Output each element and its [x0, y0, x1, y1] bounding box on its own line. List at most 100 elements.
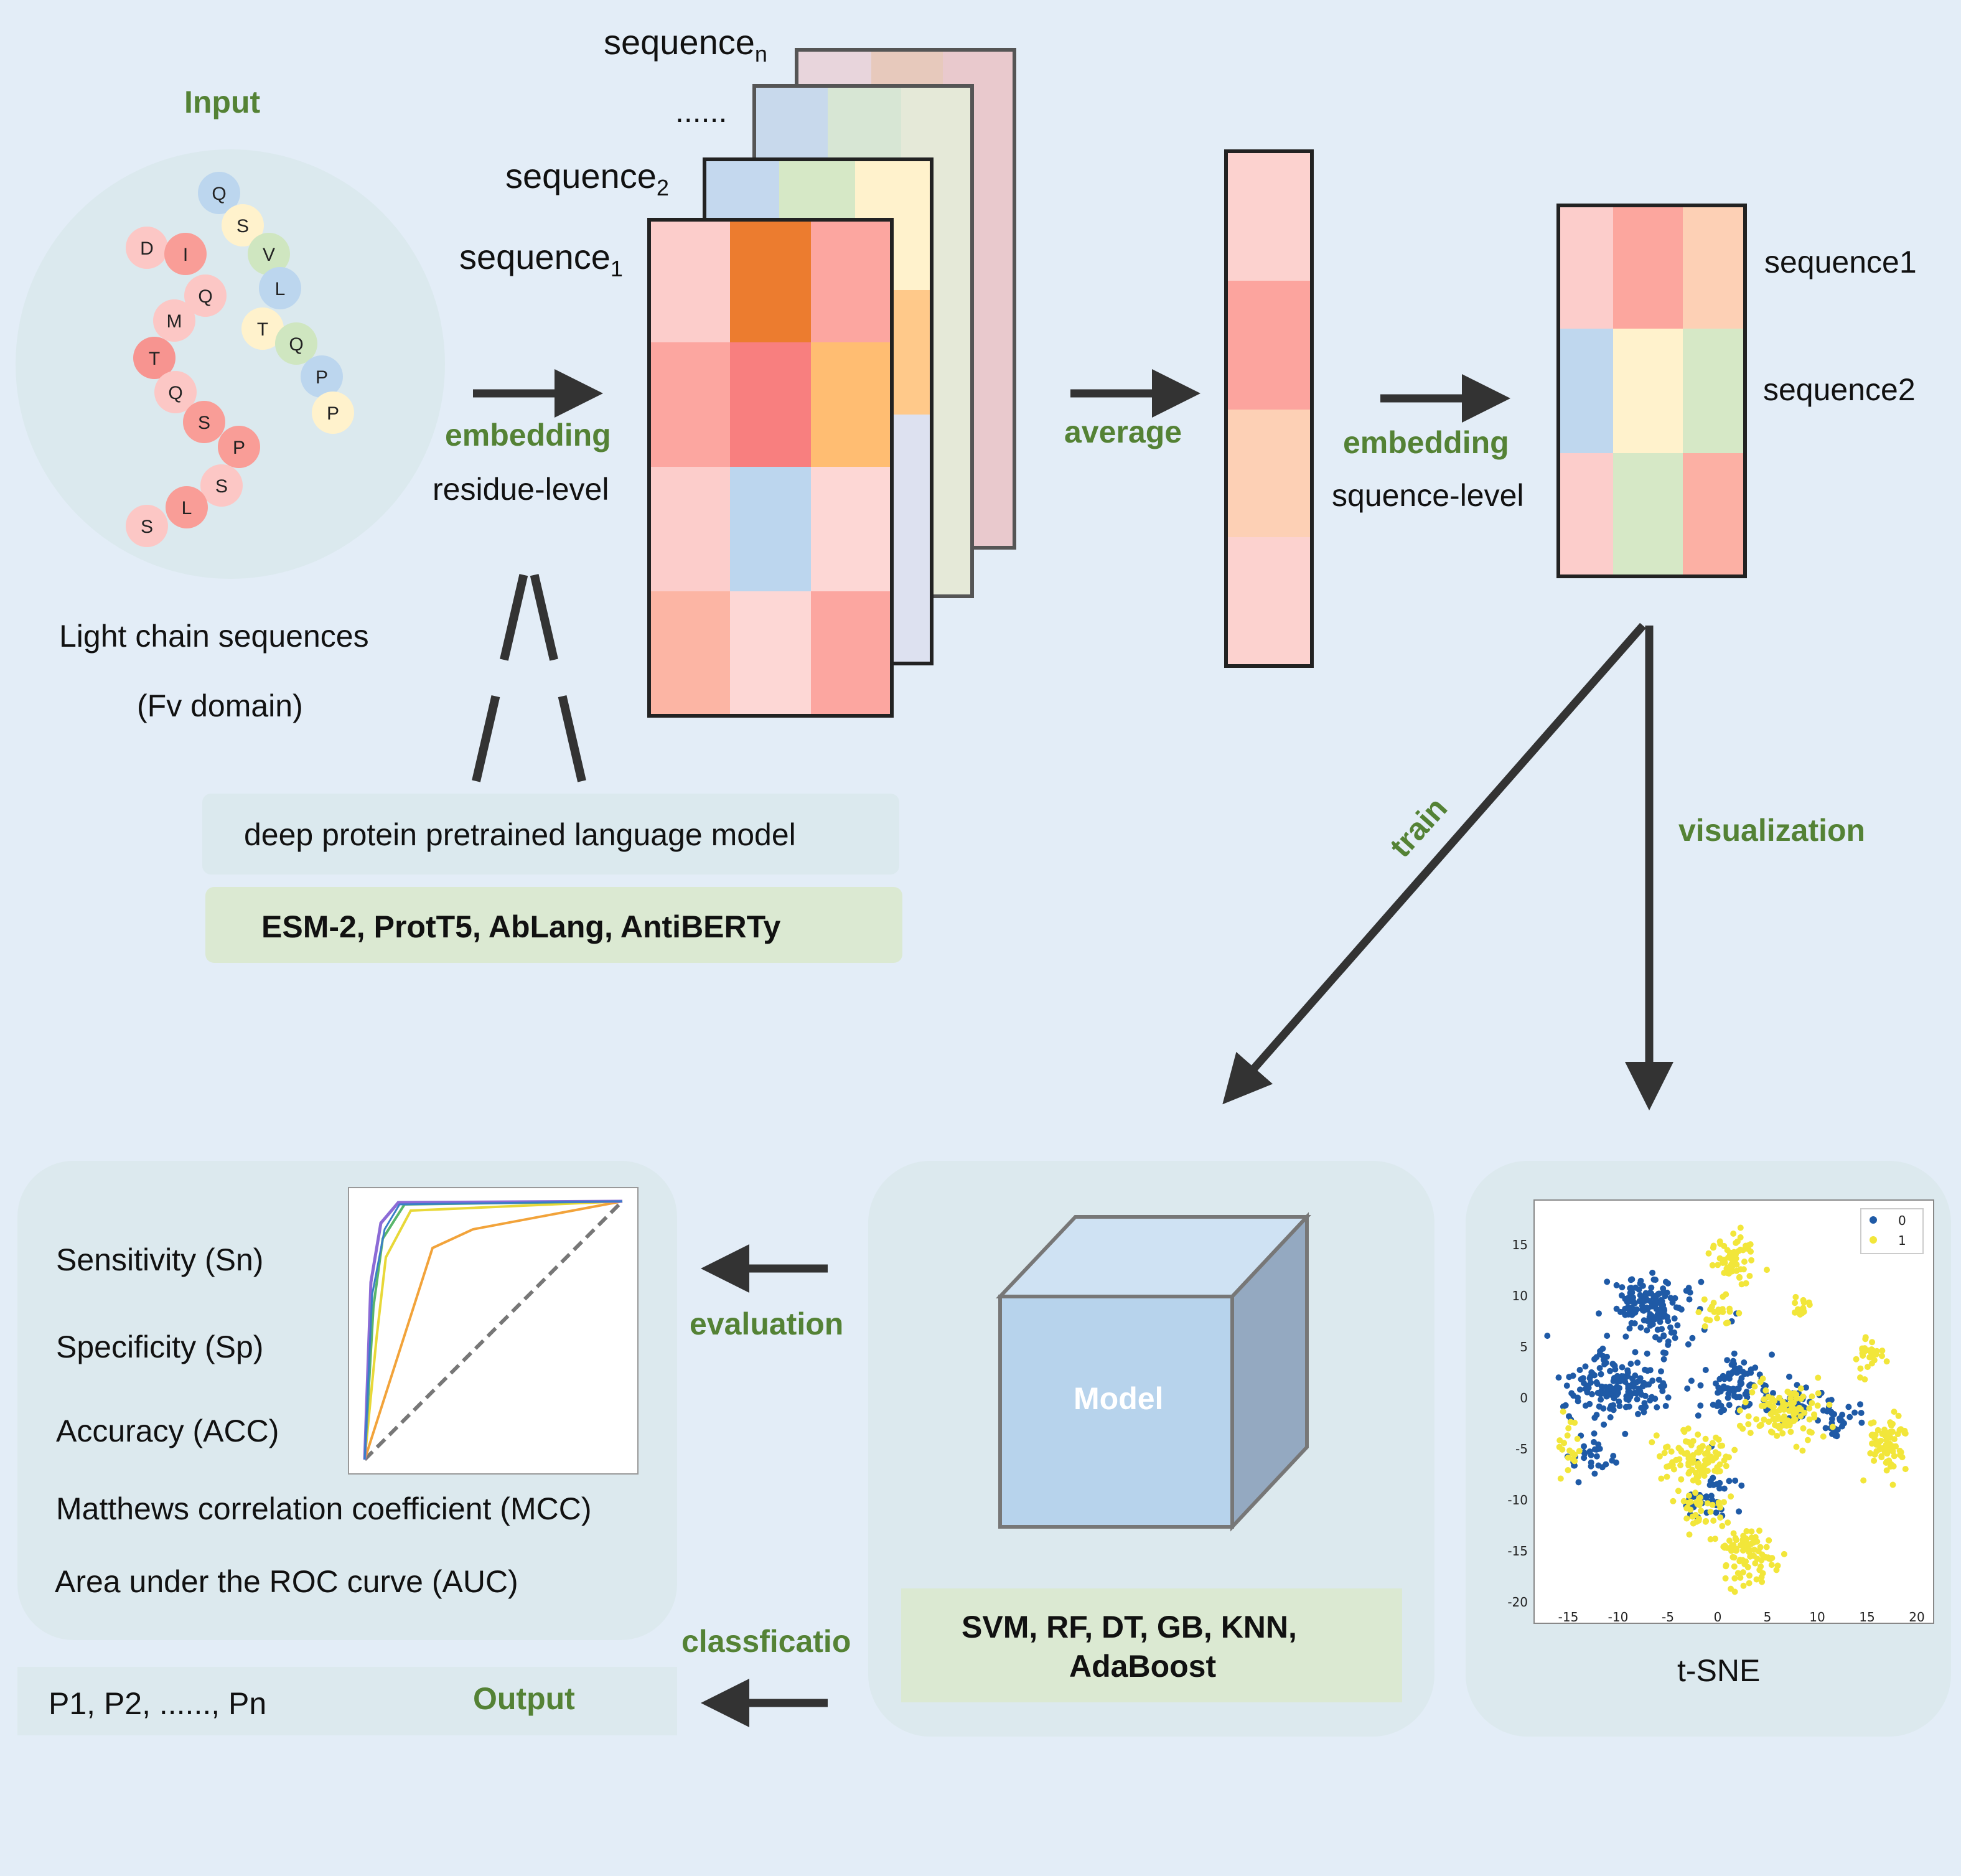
- tsne-x-tick: 5: [1764, 1610, 1772, 1625]
- tsne-point: [1726, 1478, 1733, 1484]
- tsne-point: [1670, 1498, 1677, 1504]
- tsne-point: [1787, 1428, 1794, 1435]
- tsne-point: [1574, 1435, 1581, 1442]
- residue-letter: L: [182, 498, 192, 518]
- tsne-point: [1644, 1350, 1650, 1357]
- tsne-point: [1665, 1394, 1672, 1401]
- roc-curve-blue: [363, 1200, 623, 1460]
- tsne-point: [1736, 1394, 1743, 1400]
- tsne-point: [1715, 1309, 1721, 1316]
- tsne-point: [1728, 1493, 1734, 1500]
- tsne-point: [1588, 1369, 1595, 1376]
- plm-models-box: [205, 887, 902, 963]
- tsne-point: [1801, 1409, 1808, 1416]
- tsne-point: [1708, 1303, 1715, 1310]
- tsne-point: [1887, 1463, 1894, 1470]
- tsne-point: [1704, 1500, 1711, 1507]
- tsne-point: [1702, 1435, 1709, 1442]
- tsne-point: [1685, 1493, 1692, 1499]
- tsne-point: [1654, 1404, 1660, 1410]
- tsne-point: [1664, 1473, 1670, 1480]
- tsne-point: [1869, 1339, 1876, 1346]
- tsne-point: [1669, 1461, 1676, 1468]
- tsne-point: [1765, 1400, 1771, 1407]
- tsne-point: [1753, 1576, 1760, 1583]
- residue-bubble: [312, 392, 354, 434]
- tsne-point: [1721, 1242, 1728, 1249]
- tsne-point: [1570, 1456, 1576, 1463]
- tsne-point: [1652, 1299, 1659, 1306]
- tsne-point: [1825, 1407, 1832, 1414]
- tsne-point: [1688, 1377, 1695, 1384]
- tsne-point: [1610, 1402, 1617, 1409]
- tsne-point: [1792, 1409, 1799, 1416]
- tsne-point: [1622, 1430, 1629, 1437]
- tsne-point: [1701, 1296, 1708, 1303]
- tsne-point: [1902, 1430, 1909, 1437]
- tsne-point: [1751, 1383, 1758, 1390]
- tsne-point: [1748, 1257, 1755, 1264]
- sequence-embedding-label: embedding: [1343, 425, 1509, 460]
- matrix-row-label-2: sequence2: [1763, 372, 1916, 407]
- tsne-point: [1709, 1457, 1716, 1464]
- tsne-point: [1598, 1396, 1604, 1403]
- tsne-point: [1860, 1477, 1867, 1484]
- tsne-point: [1686, 1468, 1693, 1475]
- tsne-point: [1647, 1290, 1654, 1297]
- tsne-point: [1766, 1419, 1772, 1425]
- tsne-point: [1733, 1239, 1739, 1246]
- tsne-point: [1629, 1376, 1636, 1382]
- matrix-row-label-1: sequence1: [1764, 245, 1917, 279]
- tsne-point: [1883, 1467, 1890, 1474]
- sequence-level-label: squence-level: [1332, 478, 1524, 513]
- tsne-point: [1846, 1414, 1853, 1420]
- tsne-point: [1616, 1403, 1623, 1409]
- tsne-point: [1663, 1444, 1669, 1451]
- tsne-point: [1762, 1387, 1769, 1394]
- tsne-point: [1874, 1427, 1881, 1433]
- tsne-point: [1690, 1477, 1697, 1484]
- tsne-point: [1628, 1320, 1635, 1326]
- tsne-point: [1710, 1517, 1717, 1524]
- tsne-point: [1707, 1508, 1714, 1515]
- tsne-y-tick: 0: [1520, 1391, 1528, 1405]
- tsne-point: [1886, 1457, 1893, 1464]
- tsne-point: [1860, 1353, 1866, 1359]
- tsne-point: [1649, 1321, 1656, 1328]
- tsne-point: [1627, 1384, 1634, 1391]
- tsne-point: [1696, 1494, 1703, 1501]
- tsne-point: [1678, 1476, 1685, 1483]
- tsne-point: [1716, 1485, 1723, 1492]
- tsne-point: [1828, 1415, 1835, 1422]
- residue-letter: S: [141, 517, 153, 537]
- tsne-point: [1619, 1364, 1626, 1371]
- tsne-point: [1658, 1368, 1664, 1375]
- tsne-point: [1765, 1394, 1772, 1400]
- tsne-point: [1737, 1224, 1744, 1231]
- tsne-point: [1736, 1508, 1743, 1515]
- tsne-point: [1715, 1262, 1721, 1269]
- tsne-point: [1658, 1475, 1665, 1482]
- tsne-point: [1822, 1425, 1829, 1432]
- tsne-point: [1595, 1462, 1602, 1469]
- tsne-point: [1653, 1432, 1660, 1439]
- tsne-point: [1695, 1309, 1702, 1316]
- residue-bubble: [126, 505, 168, 547]
- plm-models: ESM-2, ProtT5, AbLang, AntiBERTy: [261, 909, 781, 944]
- residue-letter: S: [198, 413, 210, 433]
- residue-letter: Q: [198, 286, 212, 307]
- tsne-point: [1748, 1528, 1755, 1535]
- arrow-train: [1222, 622, 1646, 1105]
- tsne-point: [1701, 1473, 1708, 1479]
- tsne-point: [1894, 1431, 1901, 1437]
- tsne-point: [1716, 1461, 1723, 1468]
- tsne-point: [1601, 1421, 1608, 1428]
- tsne-points: [1544, 1224, 1909, 1595]
- tsne-legend-0: 0: [1898, 1213, 1906, 1228]
- residue-letter: D: [140, 238, 154, 259]
- tsne-point: [1702, 1518, 1709, 1525]
- algorithms-line1: SVM, RF, DT, GB, KNN,: [962, 1610, 1297, 1644]
- tsne-point: [1722, 1575, 1729, 1582]
- tsne-point: [1632, 1349, 1639, 1356]
